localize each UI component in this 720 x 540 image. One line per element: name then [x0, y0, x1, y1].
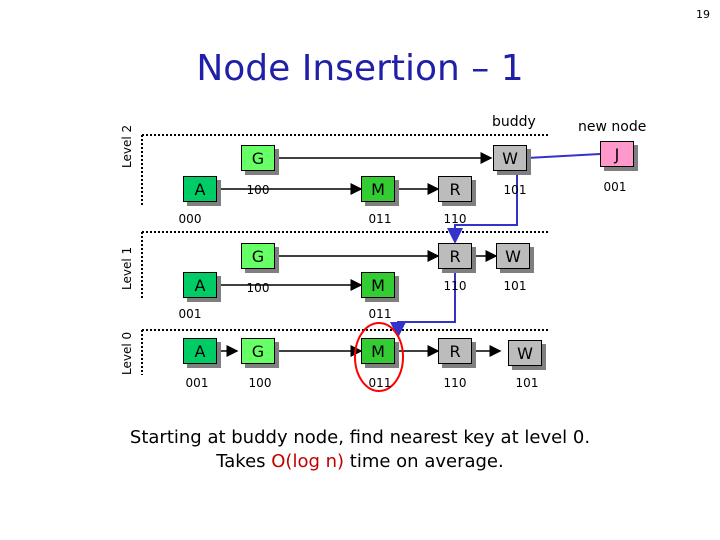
key-l0-W: 101 — [515, 376, 539, 390]
key-l1-W: 101 — [503, 279, 527, 293]
key-new-J: 001 — [603, 180, 627, 194]
node-new-J: J — [600, 141, 634, 167]
node-l2-M: M — [361, 176, 395, 202]
key-l2-G: 100 — [246, 183, 270, 197]
node-l1-G: G — [241, 243, 275, 269]
found-node-circle — [354, 322, 404, 392]
search-path-l2-to-l1 — [447, 170, 518, 244]
key-l2-W: 101 — [503, 183, 527, 197]
level-dividers — [141, 134, 548, 375]
caption-complexity: O(log n) — [271, 451, 345, 473]
caption-line-2-pre: Takes — [216, 451, 272, 473]
buddy-label: buddy — [492, 114, 536, 130]
node-l1-W: W — [496, 243, 530, 269]
key-l2-R: 110 — [443, 212, 467, 226]
key-l1-A: 001 — [178, 307, 202, 321]
key-l1-M: 011 — [368, 307, 392, 321]
caption-line-2-post: time on average. — [344, 451, 504, 473]
node-l0-G: G — [241, 338, 275, 364]
key-l2-A: 000 — [178, 212, 202, 226]
key-l1-G: 100 — [246, 281, 270, 295]
caption-line-1: Starting at buddy node, find nearest key… — [129, 427, 591, 448]
slide-title: Node Insertion – 1 — [196, 48, 524, 89]
node-l1-A: A — [183, 272, 217, 298]
node-l1-R: R — [438, 243, 472, 269]
buddy-pointer-line — [526, 153, 601, 159]
key-l1-R: 110 — [443, 279, 467, 293]
key-l2-M: 011 — [368, 212, 392, 226]
node-l0-R: R — [438, 338, 472, 364]
node-l0-M: M — [361, 338, 395, 364]
new-node-label: new node — [578, 119, 647, 135]
caption-line-2: Takes O(log n) time on average. — [0, 450, 720, 474]
key-l0-A: 001 — [185, 376, 209, 390]
key-l0-R: 110 — [443, 376, 467, 390]
node-l1-M: M — [361, 272, 395, 298]
node-l0-W: W — [508, 340, 542, 366]
key-l0-M: 011 — [368, 376, 392, 390]
search-path-l1-to-l0 — [390, 270, 456, 338]
slide-caption: Starting at buddy node, find nearest key… — [0, 426, 720, 475]
node-l2-G: G — [241, 145, 275, 171]
node-l0-A: A — [183, 338, 217, 364]
node-l2-A: A — [183, 176, 217, 202]
page-number: 19 — [696, 8, 710, 21]
key-l0-G: 100 — [248, 376, 272, 390]
node-l2-R: R — [438, 176, 472, 202]
node-l2-W: W — [493, 145, 527, 171]
